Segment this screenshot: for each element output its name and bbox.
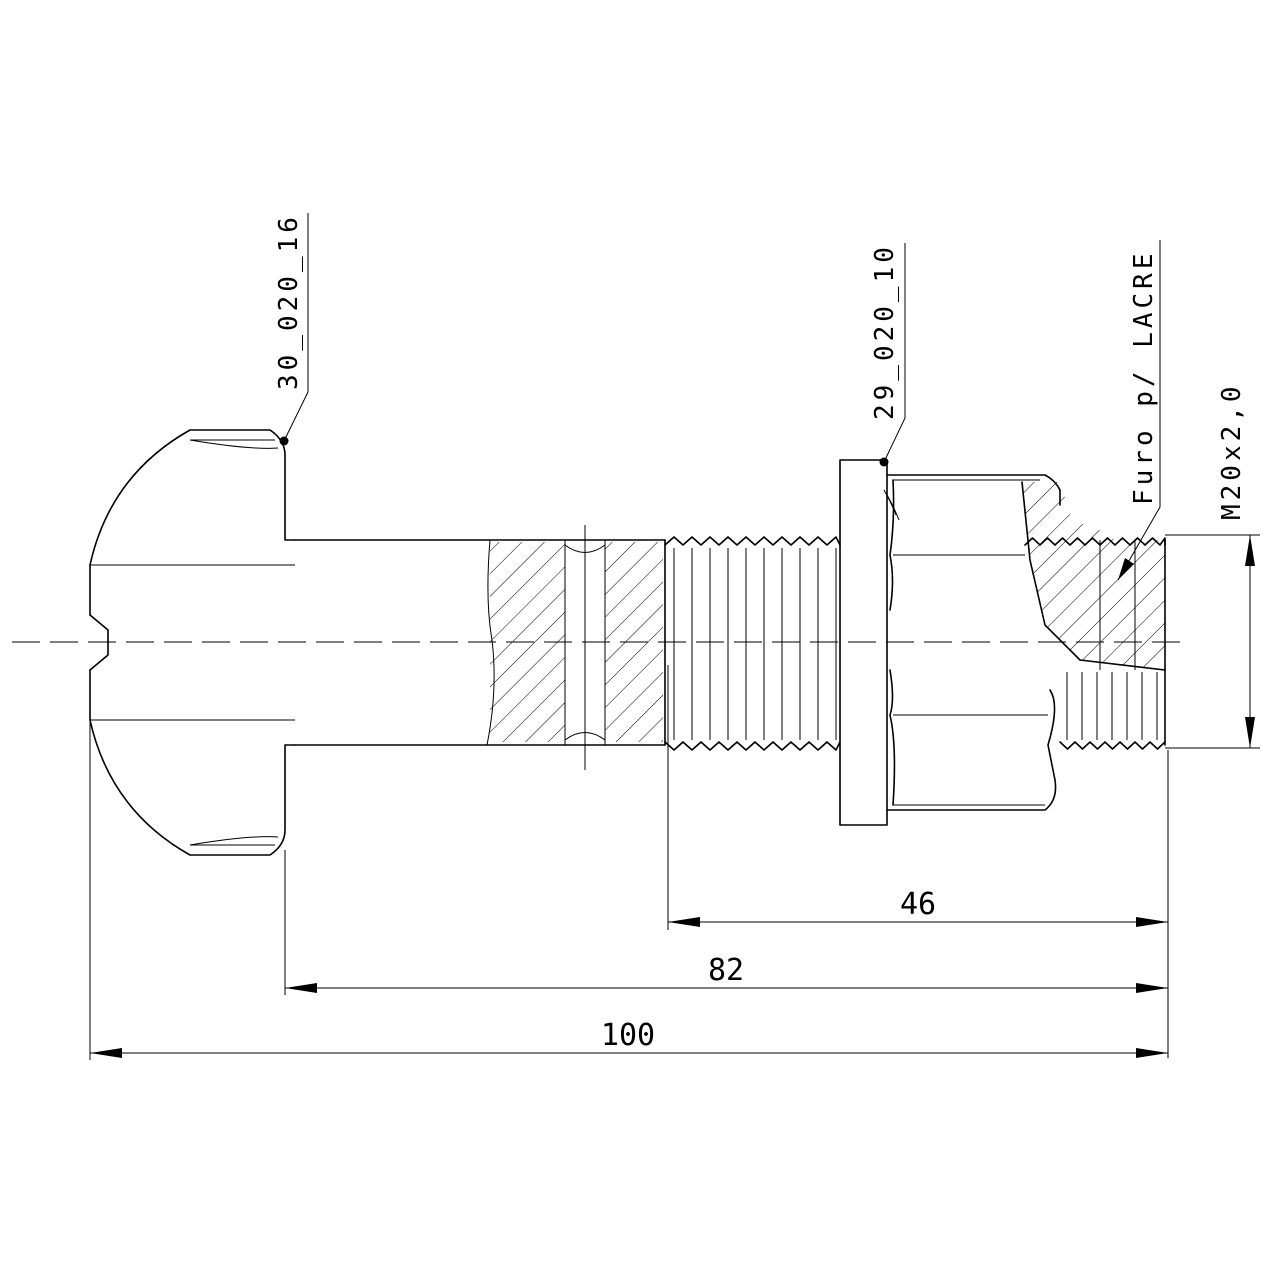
dimension-under-head-label: 82: [708, 953, 744, 988]
callout-part-nut-label: 29_020_10: [870, 243, 900, 420]
callout-seal-hole: Furo p/ LACRE: [1117, 240, 1161, 581]
callout-part-head-label: 30_020_16: [274, 213, 304, 390]
bolt-shank: [294, 525, 666, 770]
washer-flange: [839, 457, 900, 826]
dimension-thread-diameter: [1165, 534, 1260, 749]
callout-thread-spec: M20x2,0: [1217, 382, 1247, 520]
dimension-thread: 46: [668, 750, 1169, 1058]
dimension-under-head: 82: [284, 850, 1168, 995]
thread-section: [664, 536, 841, 930]
callout-part-head: 30_020_16: [274, 213, 309, 442]
dimension-overall-label: 100: [601, 1018, 655, 1053]
callout-seal-hole-label: Furo p/ LACRE: [1129, 250, 1159, 506]
dimension-thread-label: 46: [900, 887, 936, 922]
callout-thread-spec-label: M20x2,0: [1217, 382, 1247, 520]
callout-part-nut: 29_020_10: [870, 243, 906, 463]
nut: [886, 474, 1166, 811]
dimension-overall: 100: [89, 720, 1168, 1060]
